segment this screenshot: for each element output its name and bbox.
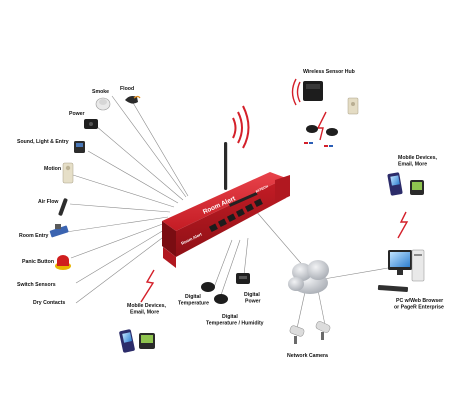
label-digital-power: Digital Power <box>244 292 261 305</box>
label-mobile-devices-right: Mobile Devices, Email, More <box>398 155 438 168</box>
label-digital-temperature: Digital Temperature <box>178 294 209 307</box>
room-alert-device[interactable]: Room Alert Room Alert AVTECH <box>162 105 290 268</box>
label-mobile-left-line2: Email, More <box>130 310 159 316</box>
label-smoke: Smoke <box>92 89 109 95</box>
label-pc-line1: PC w/Web Browser <box>396 298 443 304</box>
mobile-devices-right[interactable] <box>387 172 424 196</box>
top-terminal-strip <box>228 191 258 207</box>
air-flow-sensor[interactable] <box>58 198 68 216</box>
network-cloud-icon <box>288 260 329 294</box>
label-power-left: Power <box>69 111 85 117</box>
label-pc-line2: or PageR Enterprise <box>394 305 444 311</box>
label-network-camera: Network Camera <box>287 353 328 359</box>
digital-temperature-humidity-sensor[interactable] <box>214 294 228 304</box>
wireless-lightning-bolts <box>140 111 409 303</box>
label-panic-button: Panic Button <box>22 259 54 265</box>
digital-power-sensor[interactable] <box>236 273 250 284</box>
label-dt-line1: Digital <box>185 294 201 300</box>
label-air-flow: Air Flow <box>38 199 59 205</box>
label-room-entry: Room Entry <box>19 233 49 239</box>
sensor-connection-lines <box>65 95 389 334</box>
label-motion: Motion <box>44 166 61 172</box>
label-dry-contacts: Dry Contacts <box>33 300 65 306</box>
network-cameras[interactable] <box>289 320 331 344</box>
label-pc-web-browser: PC w/Web Browser or PageR Enterprise <box>394 298 445 311</box>
label-mobile-left-line1: Mobile Devices, <box>127 303 166 309</box>
device-model-badge: AVTECH <box>255 184 270 194</box>
label-digital-temp-humidity: Digital Temperature / Humidity <box>206 314 264 327</box>
label-dth-line2: Temperature / Humidity <box>206 321 264 327</box>
smoke-sensor[interactable] <box>95 97 111 111</box>
room-entry-sensor[interactable] <box>49 224 69 238</box>
digital-temperature-sensor[interactable] <box>201 282 215 292</box>
flood-sensor[interactable] <box>125 95 141 104</box>
label-mobile-devices-left: Mobile Devices, Email, More <box>127 303 167 316</box>
signal-waves-icon <box>232 105 250 149</box>
label-dt-line2: Temperature <box>178 301 209 307</box>
label-dp-line2: Power <box>245 299 261 305</box>
label-dp-line1: Digital <box>244 292 260 298</box>
hub-signal-waves-icon <box>291 78 301 106</box>
label-mobile-right-line2: Email, More <box>398 162 427 168</box>
label-mobile-right-line1: Mobile Devices, <box>398 155 437 161</box>
wireless-sensor-hub[interactable] <box>291 78 359 147</box>
label-flood: Flood <box>120 86 134 92</box>
label-wireless-sensor-hub: Wireless Sensor Hub <box>303 69 355 75</box>
label-dth-line1: Digital <box>222 314 238 320</box>
panic-button-sensor[interactable] <box>55 255 71 270</box>
pc-workstation[interactable] <box>377 249 425 292</box>
mobile-devices-left[interactable] <box>119 329 155 353</box>
sensor-ports <box>208 198 263 233</box>
label-switch-sensors: Switch Sensors <box>17 282 56 288</box>
label-sound-light-entry: Sound, Light & Entry <box>17 139 69 145</box>
power-sensor[interactable] <box>84 119 98 129</box>
antenna <box>224 142 228 190</box>
sound-light-entry-sensor[interactable] <box>74 141 85 153</box>
motion-sensor[interactable] <box>62 162 74 184</box>
